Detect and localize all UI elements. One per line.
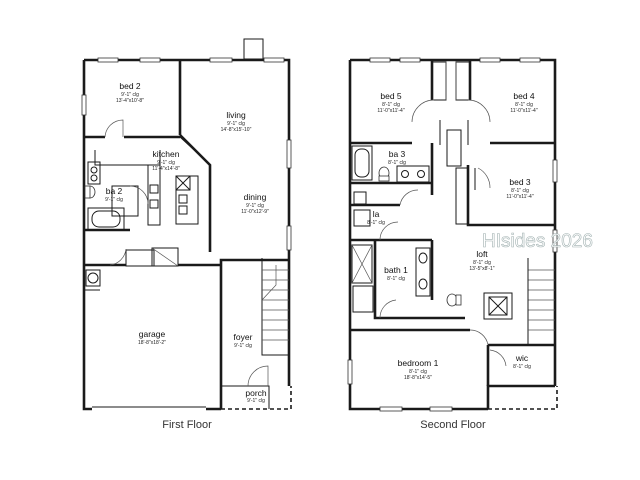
- room-bed5-size: 11'-0"x11'-4": [377, 108, 404, 114]
- room-living: living: [226, 110, 246, 120]
- tub-icon-2: [351, 145, 373, 181]
- room-ba3-clg: 8'-1" clg: [388, 160, 406, 166]
- room-bed2: bed 2: [119, 81, 141, 91]
- first-floor: [81, 38, 292, 411]
- room-ba2: ba 2: [106, 186, 123, 196]
- room-bath1: bath 1: [384, 265, 408, 275]
- room-bath1-clg: 8'-1" clg: [387, 276, 405, 282]
- room-garage: garage: [139, 329, 166, 339]
- room-foyer-clg: 9'-1" clg: [234, 343, 252, 349]
- room-kitchen-clg: 9'-1" clg: [157, 160, 175, 166]
- room-bed4-size: 11'-0"x11'-4": [510, 108, 537, 114]
- room-garage-size: 18'-8"x18'-2": [138, 340, 166, 346]
- room-bed5: bed 5: [380, 91, 402, 101]
- room-loft: loft: [476, 249, 488, 259]
- room-dining: dining: [244, 192, 267, 202]
- room-porch: porch: [245, 388, 267, 398]
- caption-second-floor: Second Floor: [420, 419, 486, 431]
- room-living-clg: 9'-1" clg: [227, 121, 245, 127]
- room-loft-size: 13'-5"x8'-1": [469, 266, 494, 272]
- room-dining-size: 11'-0"x12'-9": [241, 209, 269, 215]
- room-bed4-clg: 8'-1" clg: [515, 102, 533, 108]
- room-porch-clg: 9'-1" clg: [247, 398, 265, 404]
- room-loft-clg: 8'-1" clg: [473, 260, 491, 266]
- room-ba2-clg: 9'-1" clg: [105, 197, 123, 203]
- caption-first-floor: First Floor: [162, 419, 212, 431]
- room-kitchen: kitchen: [153, 149, 180, 159]
- first-floor-labels: bed 2 9'-1" clg 13'-4"x10'-8" living 9'-…: [105, 81, 269, 431]
- room-wic-clg: 8'-1" clg: [513, 364, 531, 370]
- room-ba3: ba 3: [389, 149, 406, 159]
- first-floor-outline: [82, 58, 291, 411]
- room-bed2-clg: 9'-1" clg: [121, 92, 139, 98]
- room-bedroom1-clg: 8'-1" clg: [409, 369, 427, 375]
- room-bed3-clg: 8'-1" clg: [511, 188, 529, 194]
- room-bed2-size: 13'-4"x10'-8": [116, 98, 144, 104]
- room-bedroom1: bedroom 1: [398, 358, 439, 368]
- watermark: HIsides 2026: [482, 231, 593, 252]
- room-la-clg: 8'-1" clg: [367, 220, 385, 226]
- chimney: [243, 38, 264, 60]
- second-floor: [347, 57, 558, 412]
- room-bedroom1-size: 18'-8"x14'-5": [404, 375, 432, 381]
- room-foyer: foyer: [234, 332, 253, 342]
- room-bed3: bed 3: [509, 177, 531, 187]
- second-floor-labels: bed 5 8'-1" clg 11'-0"x11'-4" bed 4 8'-1…: [367, 91, 538, 431]
- room-kitchen-size: 11'-4"x14'-8": [152, 166, 180, 172]
- room-bed3-size: 11'-0"x11'-4": [506, 194, 533, 200]
- room-bed5-clg: 8'-1" clg: [382, 102, 400, 108]
- room-bed4: bed 4: [513, 91, 535, 101]
- room-wic: wic: [515, 353, 529, 363]
- room-living-size: 14'-8"x15'-10": [221, 127, 252, 133]
- room-dining-clg: 9'-1" clg: [246, 203, 264, 209]
- room-la: la: [373, 209, 380, 219]
